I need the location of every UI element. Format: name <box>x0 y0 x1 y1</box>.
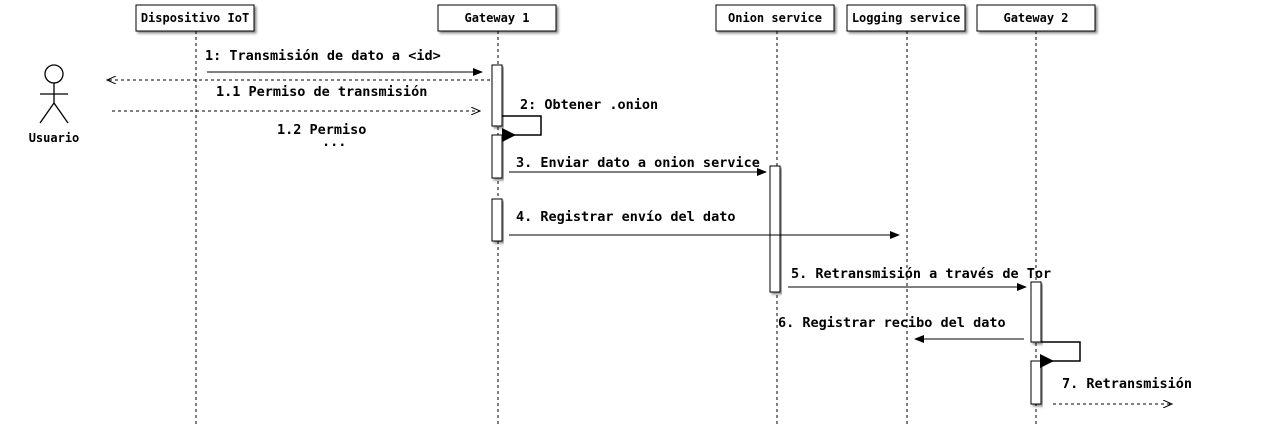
message-label: 1.2 Permiso <box>277 122 366 138</box>
actor-usuario <box>39 64 69 124</box>
message-label: 1.1 Permiso de transmisión <box>216 84 427 100</box>
message-ellipsis: ... <box>322 134 346 150</box>
message-1-1: 1.1 Permiso de transmisión <box>107 80 490 100</box>
participant-label: Gateway 1 <box>464 11 529 25</box>
message-label: 6. Registrar recibo del dato <box>778 315 1006 331</box>
message-4: 4. Registrar envío del dato <box>509 209 900 239</box>
message-7: 7. Retransmisión <box>1053 376 1192 404</box>
participant-gateway1: Gateway 1 <box>437 4 557 32</box>
participant-logging: Logging service <box>846 4 966 32</box>
message-self-gateway2 <box>1040 341 1081 368</box>
participant-onion: Onion service <box>715 4 835 32</box>
activation-gateway1-a <box>491 64 503 127</box>
message-2: 2: Obtener .onion <box>502 97 658 142</box>
participant-label: Logging service <box>852 11 960 25</box>
message-label: 5. Retransmisión a través de Tor <box>791 266 1051 282</box>
participant-label: Gateway 2 <box>1003 11 1068 25</box>
participant-label: Onion service <box>728 11 822 25</box>
actor-head-icon <box>44 64 64 84</box>
message-3: 3. Enviar dato a onion service <box>509 155 767 176</box>
message-5: 5. Retransmisión a través de Tor <box>788 266 1051 291</box>
message-label: 7. Retransmisión <box>1062 376 1192 392</box>
participant-dispositivo: Dispositivo IoT <box>135 4 255 32</box>
message-label: 3. Enviar dato a onion service <box>516 155 760 171</box>
message-6: 6. Registrar recibo del dato <box>778 315 1024 343</box>
message-label: 2: Obtener .onion <box>520 97 658 113</box>
message-1: 1: Transmisión de dato a <id> <box>205 48 483 76</box>
activation-gateway1-b <box>491 134 503 179</box>
participant-gateway2: Gateway 2 <box>976 4 1096 32</box>
activation-gateway2-b <box>1030 360 1042 405</box>
message-1-2: 1.2 Permiso ... <box>112 111 480 150</box>
message-label: 4. Registrar envío del dato <box>516 209 735 225</box>
participant-label: Dispositivo IoT <box>141 11 249 25</box>
message-label: 1: Transmisión de dato a <id> <box>205 48 441 64</box>
activation-onion <box>769 165 781 293</box>
activations <box>491 64 1042 405</box>
activation-gateway1-c <box>491 198 503 242</box>
actor-label: Usuario <box>29 131 80 145</box>
activation-gateway2-a <box>1030 281 1042 343</box>
